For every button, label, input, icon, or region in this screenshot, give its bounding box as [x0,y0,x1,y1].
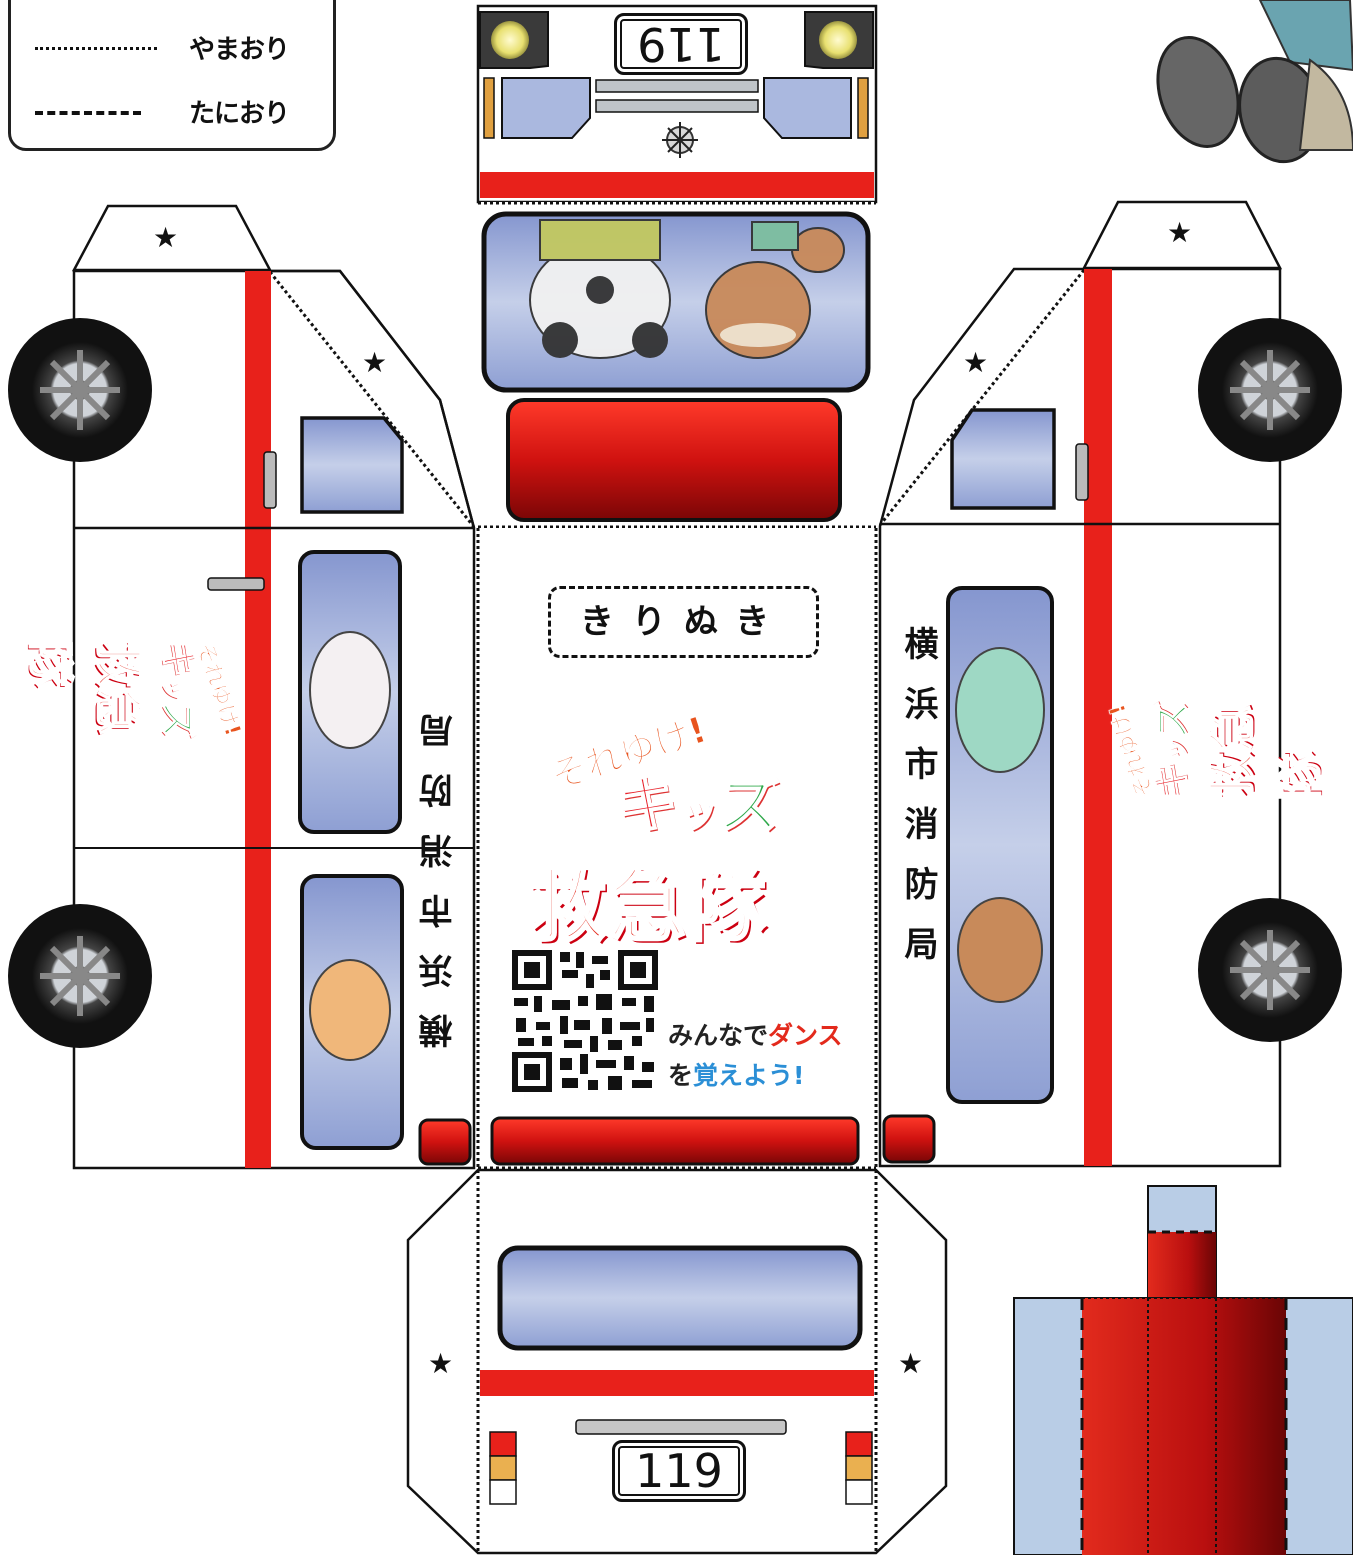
fold-legend: やまおり たにおり [8,0,336,151]
left-side-logo: それゆけ! キッズ 救急隊 [20,639,246,760]
star-icon: ★ [963,346,989,379]
wheel-rear-left-icon [8,904,152,1048]
left-logo-zu: ズ [156,701,201,739]
panda-window-character-image [309,631,391,749]
mountain-fold-line-icon [35,47,157,50]
right-logo-ki: キ [1149,762,1194,800]
windshield-panel [478,201,876,529]
qr-caption-exclaim: ! [793,1061,805,1090]
valley-fold-label: たにおり [189,99,290,129]
wheel-front-left-icon [8,318,152,462]
wheel-rear-right-icon [1198,898,1342,1042]
star-icon: ★ [1167,216,1193,249]
wheel-front-right-icon [1198,318,1342,462]
elephant-window-character-image [955,647,1045,773]
mascot-character-image [1156,0,1353,164]
qr-caption-remember: 覚えよう [693,1061,794,1090]
cutout-label: きりぬき [548,586,819,658]
logo-tsu: ッ [677,789,719,837]
bear-window-character-image [957,897,1043,1003]
logo-line2: キッズ [615,754,850,844]
rear-license-plate: 119 [612,1440,746,1502]
left-side-station-name: 横浜市消防局 [419,688,459,1048]
qr-code-image [512,950,658,1092]
emblem-icon [662,122,698,158]
rear-panel [406,1168,948,1555]
valley-fold-line-icon [35,111,141,115]
logo-zu: ズ [717,767,781,842]
right-side-logo: それゆけ! キッズ 救急隊 [1104,680,1330,801]
right-logo-zu: ズ [1149,701,1194,739]
star-icon: ★ [898,1347,924,1380]
firefighter-window-character-image [309,959,391,1061]
logo-ki: キ [615,767,679,842]
front-license-plate: 119 [614,13,748,75]
star-icon: ★ [153,221,179,254]
right-side-station-name: 横浜市消防局 [898,626,938,986]
mountain-fold-label: やまおり [189,35,290,65]
left-side-panel [71,204,476,1170]
star-icon: ★ [428,1347,454,1380]
qr-caption-part1: みんなで [668,1021,769,1050]
right-side-panel [878,200,1283,1168]
left-logo-line3: 救急隊 [22,639,145,737]
star-icon: ★ [362,346,388,379]
right-logo-line3: 救急隊 [1205,703,1328,801]
kids-ambulance-logo: それゆけ! キッズ 救急隊 [520,702,850,956]
logo-line3: 救急隊 [527,861,769,954]
pig-character-image [705,221,845,359]
qr-caption: みんなでダンス を覚えよう! [668,1016,868,1096]
base-piece [1013,1185,1353,1555]
qr-caption-part3: を [668,1061,694,1090]
panda-character-image [529,219,671,359]
right-logo-tsu: ッ [1162,738,1191,763]
left-logo-tsu: ッ [159,677,188,702]
qr-caption-dance: ダンス [768,1021,843,1050]
